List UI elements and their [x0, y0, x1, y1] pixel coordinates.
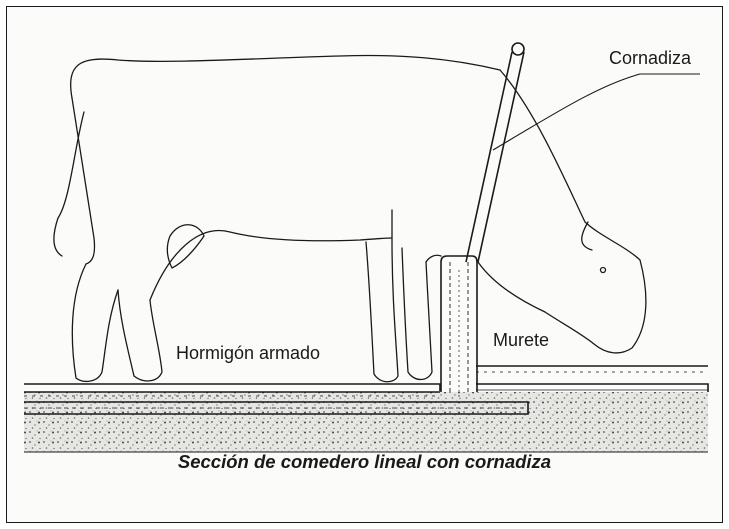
- concrete-slab-left: [24, 383, 529, 415]
- cow-outline: [53, 54, 647, 383]
- cornadiza-leader-line: [492, 73, 700, 151]
- cornadiza-label: Cornadiza: [609, 48, 692, 68]
- hormigon-label: Hormigón armado: [176, 343, 321, 363]
- murete-wall: [440, 255, 478, 400]
- trough-right: [476, 365, 709, 392]
- figure-caption: Sección de comedero lineal con cornadiza: [177, 451, 552, 472]
- gravel-base: [24, 392, 708, 453]
- cornadiza-post: [465, 42, 525, 263]
- murete-label: Murete: [493, 330, 550, 350]
